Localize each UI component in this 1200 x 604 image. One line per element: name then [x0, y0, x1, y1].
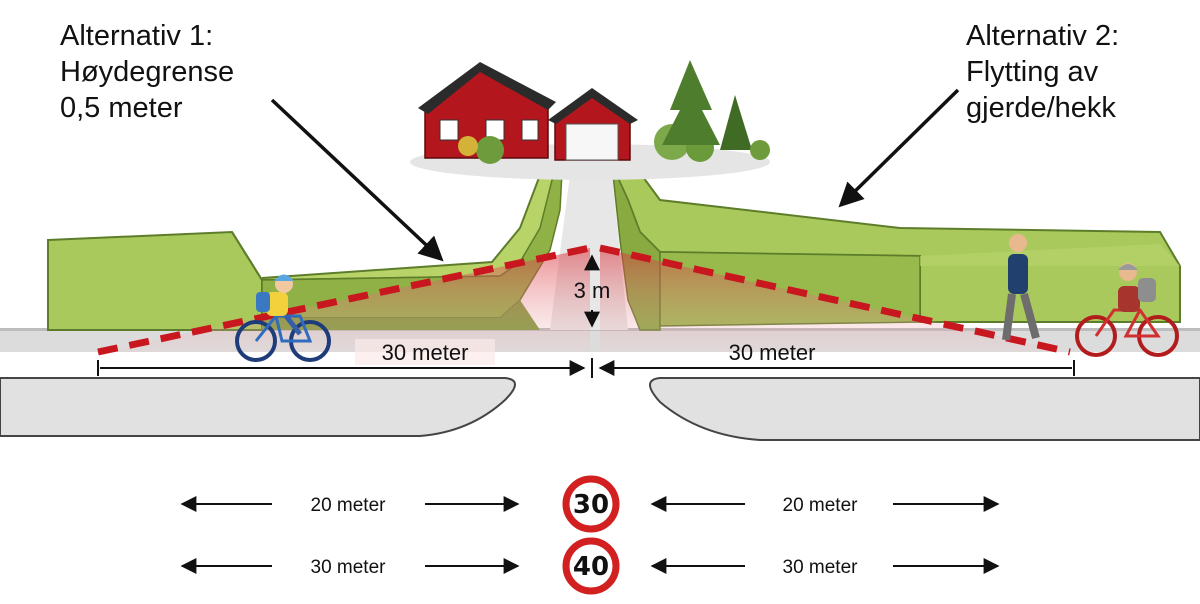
- speed-sign-30-value: 30: [573, 490, 609, 520]
- speed-40-left-distance: 30 meter: [311, 557, 387, 578]
- callout-right-arrow: [838, 88, 960, 208]
- left-distance-label: 30 meter: [382, 340, 469, 365]
- cyclist-right-illustration: [1075, 263, 1179, 357]
- house-illustration: [410, 60, 770, 180]
- speed-sign-30: [562, 475, 620, 533]
- callout-alternative-1: Alternativ 1: Høydegrense 0,5 meter: [60, 20, 235, 124]
- callout-alternative-2: Alternativ 2: Flytting av gjerde/hekk: [966, 20, 1120, 124]
- pedestrian-illustration: [1002, 234, 1040, 341]
- speed-sign-40: [562, 537, 620, 595]
- height-label: 3 m: [574, 278, 611, 303]
- right-distance-label: 30 meter: [729, 340, 816, 365]
- cyclist-left-illustration: [235, 274, 331, 362]
- sight-triangle-left: [97, 244, 591, 356]
- speed-sign-40-value: 40: [573, 552, 609, 582]
- sight-triangle-right: [599, 244, 1071, 356]
- speed-row-40: 30 meter 40 30 meter: [180, 537, 1000, 595]
- distance-dimension-lines: [97, 358, 1075, 378]
- speed-30-left-distance: 20 meter: [311, 495, 387, 516]
- callout-left-arrow: [270, 98, 444, 262]
- speed-30-right-distance: 20 meter: [783, 495, 859, 516]
- left-distance-bg: [355, 339, 495, 365]
- speed-40-right-distance: 30 meter: [783, 557, 859, 578]
- speed-row-30: 20 meter 30 20 meter: [180, 475, 1000, 533]
